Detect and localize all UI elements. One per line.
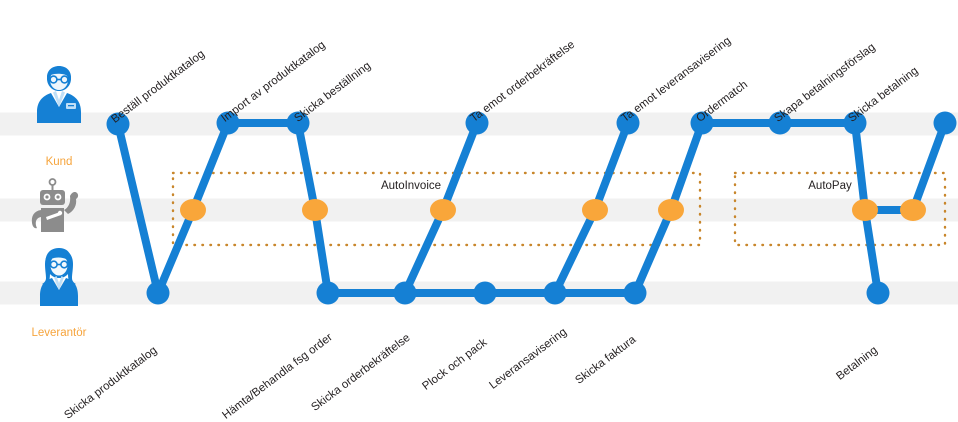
businessman-avatar-icon bbox=[28, 63, 90, 130]
flow-node-n7[interactable] bbox=[316, 281, 340, 305]
flow-connector bbox=[631, 206, 675, 297]
flow-node-n5[interactable] bbox=[286, 111, 310, 135]
flow-node-n22[interactable] bbox=[900, 199, 926, 221]
flow-node-n6[interactable] bbox=[302, 199, 328, 221]
lane-band-auto bbox=[0, 198, 958, 222]
group-box-autopay bbox=[733, 171, 947, 247]
flow-connectors bbox=[114, 119, 949, 297]
flow-node-n1[interactable] bbox=[106, 112, 130, 136]
lane-label-kund: Kund bbox=[45, 156, 73, 168]
flow-node-n8[interactable] bbox=[393, 281, 417, 305]
lane-bands bbox=[0, 112, 958, 305]
flow-node-n9[interactable] bbox=[430, 199, 456, 221]
flow-connector bbox=[851, 119, 869, 214]
group-title-autoinvoice: AutoInvoice bbox=[380, 180, 442, 192]
flow-node-n3[interactable] bbox=[180, 199, 206, 221]
flow-connector bbox=[401, 206, 447, 297]
flow-connector bbox=[154, 206, 197, 297]
flow-connector bbox=[311, 206, 332, 297]
flow-connector bbox=[591, 119, 632, 214]
flow-connector bbox=[439, 119, 481, 214]
flow-node-n19[interactable] bbox=[843, 111, 867, 135]
flow-node-n12[interactable] bbox=[543, 281, 567, 305]
flow-connector bbox=[114, 120, 162, 297]
flow-node-n10[interactable] bbox=[465, 111, 489, 135]
group-title-autopay: AutoPay bbox=[808, 180, 852, 192]
flow-node-n23[interactable] bbox=[933, 111, 957, 135]
flow-node-n14[interactable] bbox=[616, 111, 640, 135]
flow-connector bbox=[861, 206, 882, 297]
flow-node-n13[interactable] bbox=[582, 199, 608, 221]
flow-node-n15[interactable] bbox=[623, 281, 647, 305]
flow-connector bbox=[189, 119, 232, 214]
flow-connector bbox=[909, 119, 949, 214]
flow-connector bbox=[551, 206, 599, 297]
flow-node-n11[interactable] bbox=[473, 281, 497, 305]
group-box-autoinvoice bbox=[171, 171, 702, 247]
lane-label-leverantor: Leverantör bbox=[31, 327, 87, 339]
flow-node-n2[interactable] bbox=[146, 281, 170, 305]
flow-node-n21[interactable] bbox=[866, 281, 890, 305]
flow-connector bbox=[667, 119, 706, 214]
flow-node-n4[interactable] bbox=[216, 111, 240, 135]
flow-nodes bbox=[106, 111, 957, 305]
businesswoman-avatar-icon bbox=[28, 246, 90, 313]
robot-icon bbox=[28, 177, 90, 240]
flow-node-n20[interactable] bbox=[852, 199, 878, 221]
flow-node-n16[interactable] bbox=[658, 199, 684, 221]
flow-connector bbox=[294, 119, 319, 214]
flow-node-n17[interactable] bbox=[690, 111, 714, 135]
group-boxes bbox=[171, 171, 947, 247]
flow-node-n18[interactable] bbox=[768, 111, 792, 135]
